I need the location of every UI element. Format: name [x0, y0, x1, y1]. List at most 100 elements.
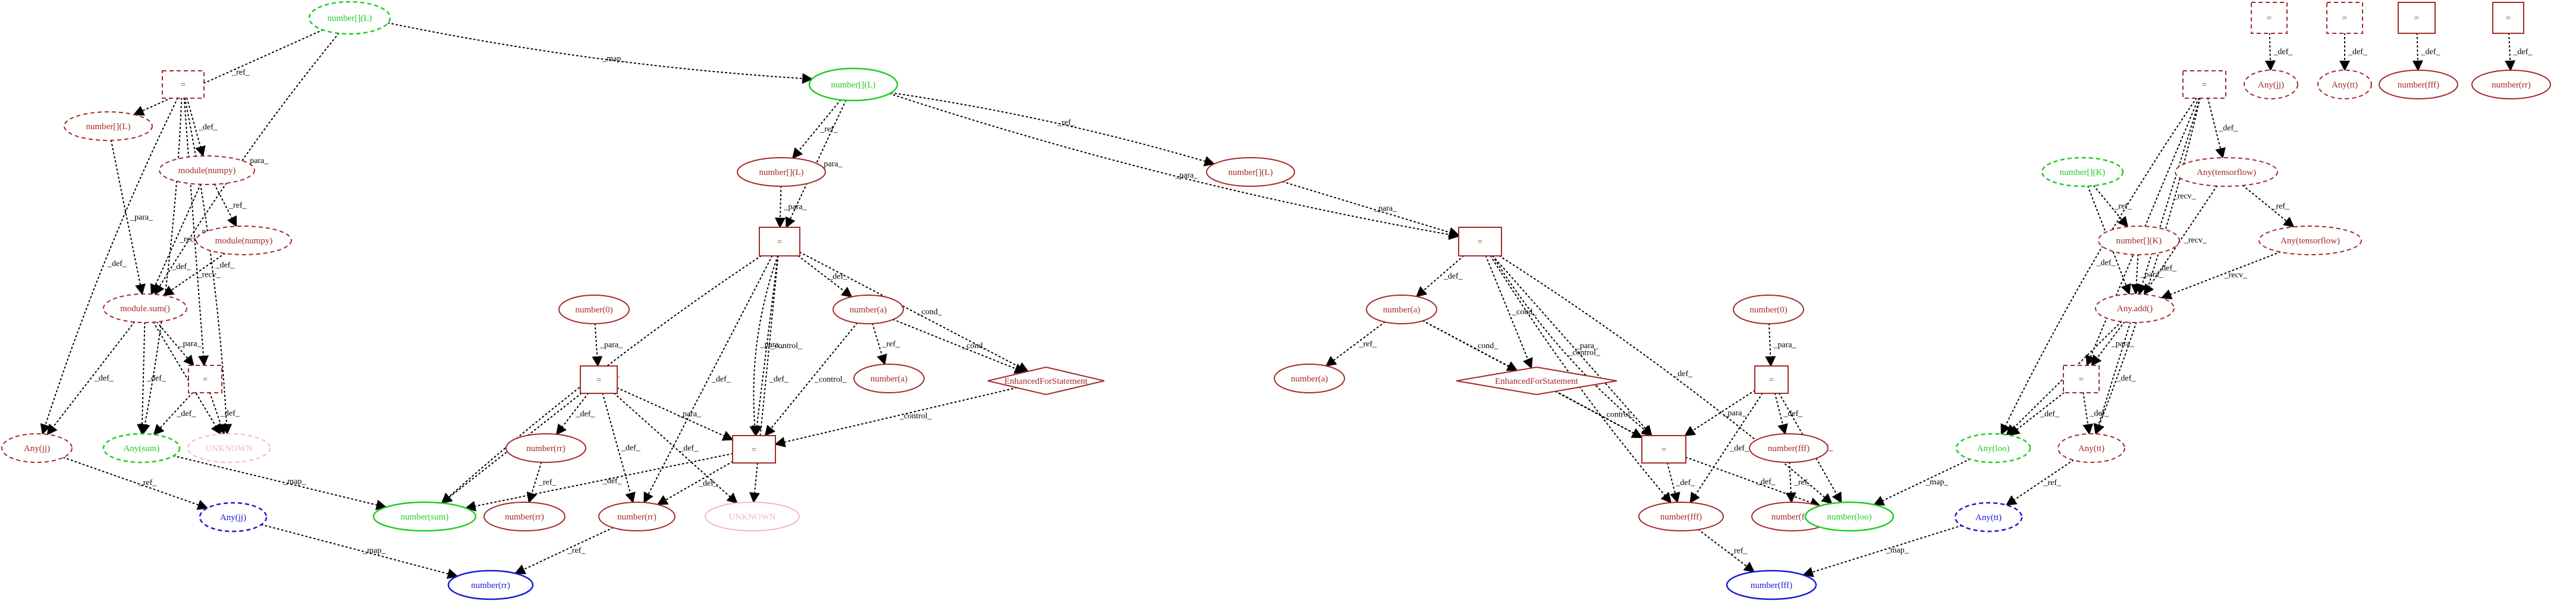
node-number-a-nab[interactable]: number(a): [853, 364, 925, 393]
node-number-rr-nrrb[interactable]: number(rr): [483, 502, 566, 531]
node-assign-a7[interactable]: =: [1754, 365, 1789, 394]
node-box: [759, 227, 800, 256]
edge-label: _def_: [2096, 258, 2116, 267]
node-unknown-unk1[interactable]: UNKNOWN: [187, 433, 271, 463]
node-any-jj-taj[interactable]: Any(jj): [2244, 70, 2298, 99]
node-assign-a9[interactable]: =: [2182, 70, 2226, 99]
node-label: =: [2202, 80, 2207, 90]
edge-map-asum-nsum: _map_: [172, 455, 387, 511]
edge-label: _control_: [814, 375, 847, 384]
node-any-tensorflow-tf2[interactable]: Any(tensorflow): [2258, 226, 2362, 255]
node-number-fff-tnf[interactable]: number(fff): [2379, 70, 2458, 99]
edge-label: _def_: [2116, 374, 2137, 383]
node-unknown-unk2[interactable]: UNKNOWN: [705, 502, 800, 531]
node-number-0-n0a[interactable]: number(0): [558, 295, 630, 324]
node-assign-t1[interactable]: =: [2251, 2, 2288, 34]
edge-map-ajj-nrr1: _map_: [260, 524, 458, 579]
edge-para-l3-a6: _para_: [889, 93, 1460, 240]
node-assign-t3[interactable]: =: [2398, 2, 2436, 34]
edge-label: _map_: [1925, 478, 1949, 487]
node-number-fff-nfffb[interactable]: number(fff): [1749, 433, 1829, 463]
node-number-a-nac[interactable]: number(a): [1366, 295, 1437, 324]
node-number-l-l4[interactable]: number[](L): [737, 157, 826, 187]
edge-ref-nfffb-nfffc: _ref_: [1785, 462, 1812, 503]
node-number-k-k2[interactable]: number[](K): [2098, 226, 2180, 255]
edge-line: [213, 183, 237, 227]
edge-line: [786, 99, 847, 229]
edge-def-a2-asum: _def_: [153, 392, 196, 436]
edge-label: _cond_: [962, 342, 987, 350]
node-assign-a1[interactable]: =: [162, 70, 205, 99]
edge-label: _control_: [1567, 348, 1601, 357]
node-number-k-k1[interactable]: number[](K): [2041, 157, 2124, 187]
edge-line: [260, 524, 458, 579]
node-any-tt-att[interactable]: Any(tt): [2057, 433, 2125, 463]
node-assign-a10[interactable]: =: [2063, 365, 2100, 393]
edge-label: _para_: [1174, 171, 1198, 180]
node-assign-t4[interactable]: =: [2492, 2, 2524, 34]
node-module-numpy-n2[interactable]: module(numpy): [196, 226, 292, 255]
edge-label: _para_: [678, 409, 702, 418]
node-any-tt-tat[interactable]: Any(tt): [2317, 70, 2372, 99]
node-assign-t2[interactable]: =: [2326, 2, 2363, 34]
node-assign-a6[interactable]: =: [1458, 227, 1502, 256]
edge-line: [1698, 528, 1755, 572]
node-number-loo-nloo[interactable]: number(loo): [1804, 501, 1895, 532]
node-assign-a5[interactable]: =: [732, 435, 776, 464]
node-number-rr-tnr[interactable]: number(rr): [2471, 70, 2551, 99]
edge-def-a8-nloo: _def_: [1685, 456, 1821, 508]
edge-label: _recv_: [2173, 192, 2197, 201]
node-any-tt-attb[interactable]: Any(tt): [1954, 502, 2023, 533]
node-any-jj-ajj[interactable]: Any(jj): [199, 502, 268, 533]
node-ellipse: [1733, 295, 1804, 324]
node-any-loo-aloo[interactable]: Any(loo): [1955, 433, 2031, 464]
node-label: number(a): [1291, 374, 1328, 384]
edge-def-a9-att: _def_: [2094, 98, 2201, 435]
node-enhancedforstatement-ef2[interactable]: EnhancedForStatement: [1456, 366, 1617, 396]
node-any-add-aadd[interactable]: Any.add(): [2095, 293, 2175, 323]
node-number-rr-nrra[interactable]: number(rr): [505, 433, 586, 463]
node-number-l-l2[interactable]: number[](L): [64, 111, 153, 141]
node-assign-a3[interactable]: =: [759, 227, 800, 256]
node-enhancedforstatement-ef1[interactable]: EnhancedForStatement: [987, 366, 1105, 396]
node-ellipse: [483, 502, 566, 531]
node-ellipse: [1366, 295, 1437, 324]
node-assign-a2[interactable]: =: [188, 365, 222, 393]
node-label: =: [777, 237, 782, 247]
node-label: =: [2079, 375, 2084, 384]
node-number-a-nad[interactable]: number(a): [1274, 364, 1345, 393]
edge-label: _para_: [1575, 342, 1599, 350]
node-box: [2251, 2, 2288, 34]
edge-label: _ref_: [2043, 478, 2062, 487]
edge-line: [1499, 255, 1833, 505]
node-diamond: [1456, 366, 1617, 396]
node-module-sum-ms[interactable]: module.sum(): [103, 293, 187, 323]
edge-label: _ref_: [2272, 202, 2291, 211]
node-number-l-l5[interactable]: number[](L): [1206, 157, 1295, 187]
edge-def-a5-nrrc: _def_: [656, 461, 733, 505]
node-ellipse: [308, 1, 391, 35]
node-number-rr-nrr1[interactable]: number(rr): [447, 569, 534, 600]
node-number-l-l3[interactable]: number[](L): [808, 67, 899, 102]
node-label: =: [1478, 237, 1482, 247]
edge-label: _def_: [94, 374, 114, 383]
node-number-fff-nfffd[interactable]: number(fff): [1726, 569, 1817, 600]
node-number-l-l1[interactable]: number[](L): [308, 1, 391, 35]
node-any-sum-asum[interactable]: Any(sum): [102, 433, 181, 464]
node-number-rr-nrrc[interactable]: number(rr): [598, 502, 676, 531]
node-number-a-naa[interactable]: number(a): [833, 295, 904, 324]
node-number-0-n0b[interactable]: number(0): [1733, 295, 1804, 324]
node-any-tensorflow-tf1[interactable]: Any(tensorflow): [2175, 157, 2278, 187]
edge-def-a4-nrra: _def_: [555, 393, 595, 436]
node-label: number(rr): [617, 512, 656, 522]
node-assign-a8[interactable]: =: [1641, 435, 1686, 464]
node-label: number(rr): [471, 581, 510, 590]
node-module-numpy-n1[interactable]: module(numpy): [159, 155, 255, 185]
node-ellipse: [737, 157, 826, 187]
node-number-fff-nfffa[interactable]: number(fff): [1638, 502, 1724, 531]
edge-label: _map_: [282, 477, 306, 486]
node-number-sum-nsum[interactable]: number(sum): [372, 501, 477, 532]
node-assign-a4[interactable]: =: [580, 365, 618, 394]
node-any-jj-aj[interactable]: Any(jj): [1, 433, 73, 463]
node-ellipse: [1955, 433, 2031, 464]
